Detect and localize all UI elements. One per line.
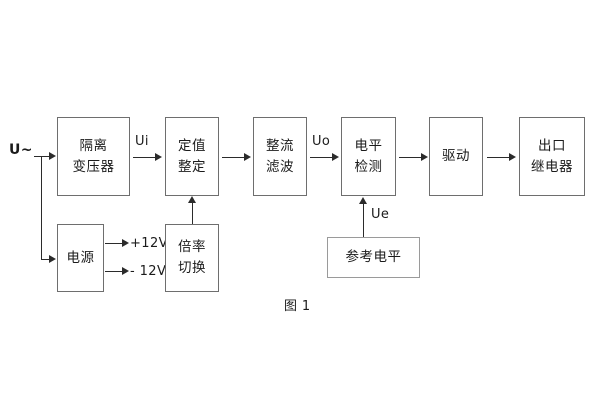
arrowhead-rail-positive xyxy=(122,238,129,247)
rail-negative-label: - 12V xyxy=(130,264,167,279)
wire-source-to-transformer xyxy=(41,156,50,157)
ui-label: Ui xyxy=(135,134,149,149)
arrowhead-source-to-transformer xyxy=(49,151,56,160)
block-isolation-transformer-line1: 隔离 xyxy=(79,137,108,154)
block-multiplier-switch: 倍率 切换 xyxy=(165,224,219,292)
rail-positive-label: +12V xyxy=(130,236,168,251)
block-output-relay: 出口 继电器 xyxy=(519,117,585,196)
arrowhead-rectify-to-level xyxy=(332,152,339,161)
block-power-supply: 电源 xyxy=(57,224,104,292)
block-multiplier-switch-line2: 切换 xyxy=(178,260,206,276)
block-rectify-filter-line2: 滤波 xyxy=(266,158,294,175)
arrowhead-level-to-driver xyxy=(421,152,428,161)
wire-setting-to-rectify xyxy=(222,157,245,158)
block-reference-level-line1: 参考电平 xyxy=(345,249,402,266)
block-level-detect-line1: 电平 xyxy=(354,137,383,154)
arrowhead-transformer-to-setting xyxy=(155,152,162,161)
block-setting-value-line2: 整定 xyxy=(178,158,206,175)
arrowhead-rail-negative xyxy=(122,266,129,275)
wire-source-stub xyxy=(34,156,42,157)
ue-label: Ue xyxy=(371,207,390,222)
arrowhead-reference-to-level xyxy=(358,197,367,204)
arrowhead-driver-to-relay xyxy=(509,152,516,161)
block-isolation-transformer: 隔离 变压器 xyxy=(57,117,130,196)
wire-rail-negative xyxy=(105,271,123,272)
block-level-detect: 电平 检测 xyxy=(341,117,396,196)
block-setting-value: 定值 整定 xyxy=(165,117,219,196)
wire-level-to-driver xyxy=(399,157,422,158)
block-isolation-transformer-line2: 变压器 xyxy=(72,158,115,175)
block-multiplier-switch-line1: 倍率 xyxy=(178,239,206,256)
wire-rectify-to-level xyxy=(310,157,333,158)
block-rectify-filter-line1: 整流 xyxy=(266,137,294,154)
arrowhead-multiplier-to-setting xyxy=(187,196,196,203)
figure-caption: 图 1 xyxy=(284,299,311,314)
wire-reference-to-level xyxy=(363,204,364,237)
arrowhead-setting-to-rectify xyxy=(244,152,251,161)
wire-transformer-to-setting xyxy=(133,157,156,158)
block-rectify-filter: 整流 滤波 xyxy=(253,117,307,196)
wire-source-bus xyxy=(41,156,42,259)
uo-label: Uo xyxy=(312,134,331,149)
input-source-label: U~ xyxy=(9,142,33,158)
arrowhead-source-to-power xyxy=(49,254,56,263)
wire-multiplier-to-setting xyxy=(192,203,193,224)
wire-driver-to-relay xyxy=(487,157,510,158)
block-driver-line1: 驱动 xyxy=(442,148,470,165)
wire-rail-positive xyxy=(105,243,123,244)
block-setting-value-line1: 定值 xyxy=(178,137,206,154)
block-output-relay-line2: 继电器 xyxy=(531,158,573,175)
block-driver: 驱动 xyxy=(429,117,483,196)
block-output-relay-line1: 出口 xyxy=(538,137,566,154)
block-level-detect-line2: 检测 xyxy=(354,158,383,175)
wire-source-to-power xyxy=(41,259,50,260)
block-power-supply-line1: 电源 xyxy=(66,249,95,266)
block-reference-level: 参考电平 xyxy=(327,237,420,278)
